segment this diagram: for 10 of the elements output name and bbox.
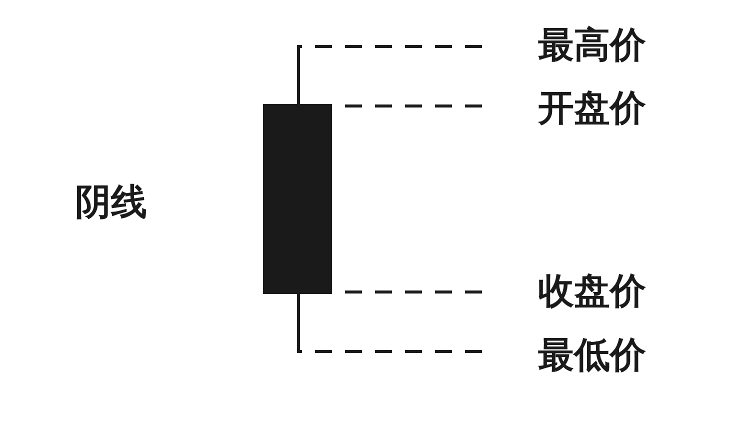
price-label: 收盘价 [538, 274, 646, 310]
candle-wick [297, 293, 300, 353]
price-label: 最高价 [538, 28, 646, 64]
price-label: 最低价 [538, 338, 646, 374]
candle-type-label: 阴线 [75, 185, 147, 221]
candle-body [263, 104, 332, 294]
candle-wick [297, 45, 300, 105]
leader-line [300, 45, 482, 48]
leader-line [300, 350, 482, 353]
price-label: 开盘价 [538, 91, 646, 127]
